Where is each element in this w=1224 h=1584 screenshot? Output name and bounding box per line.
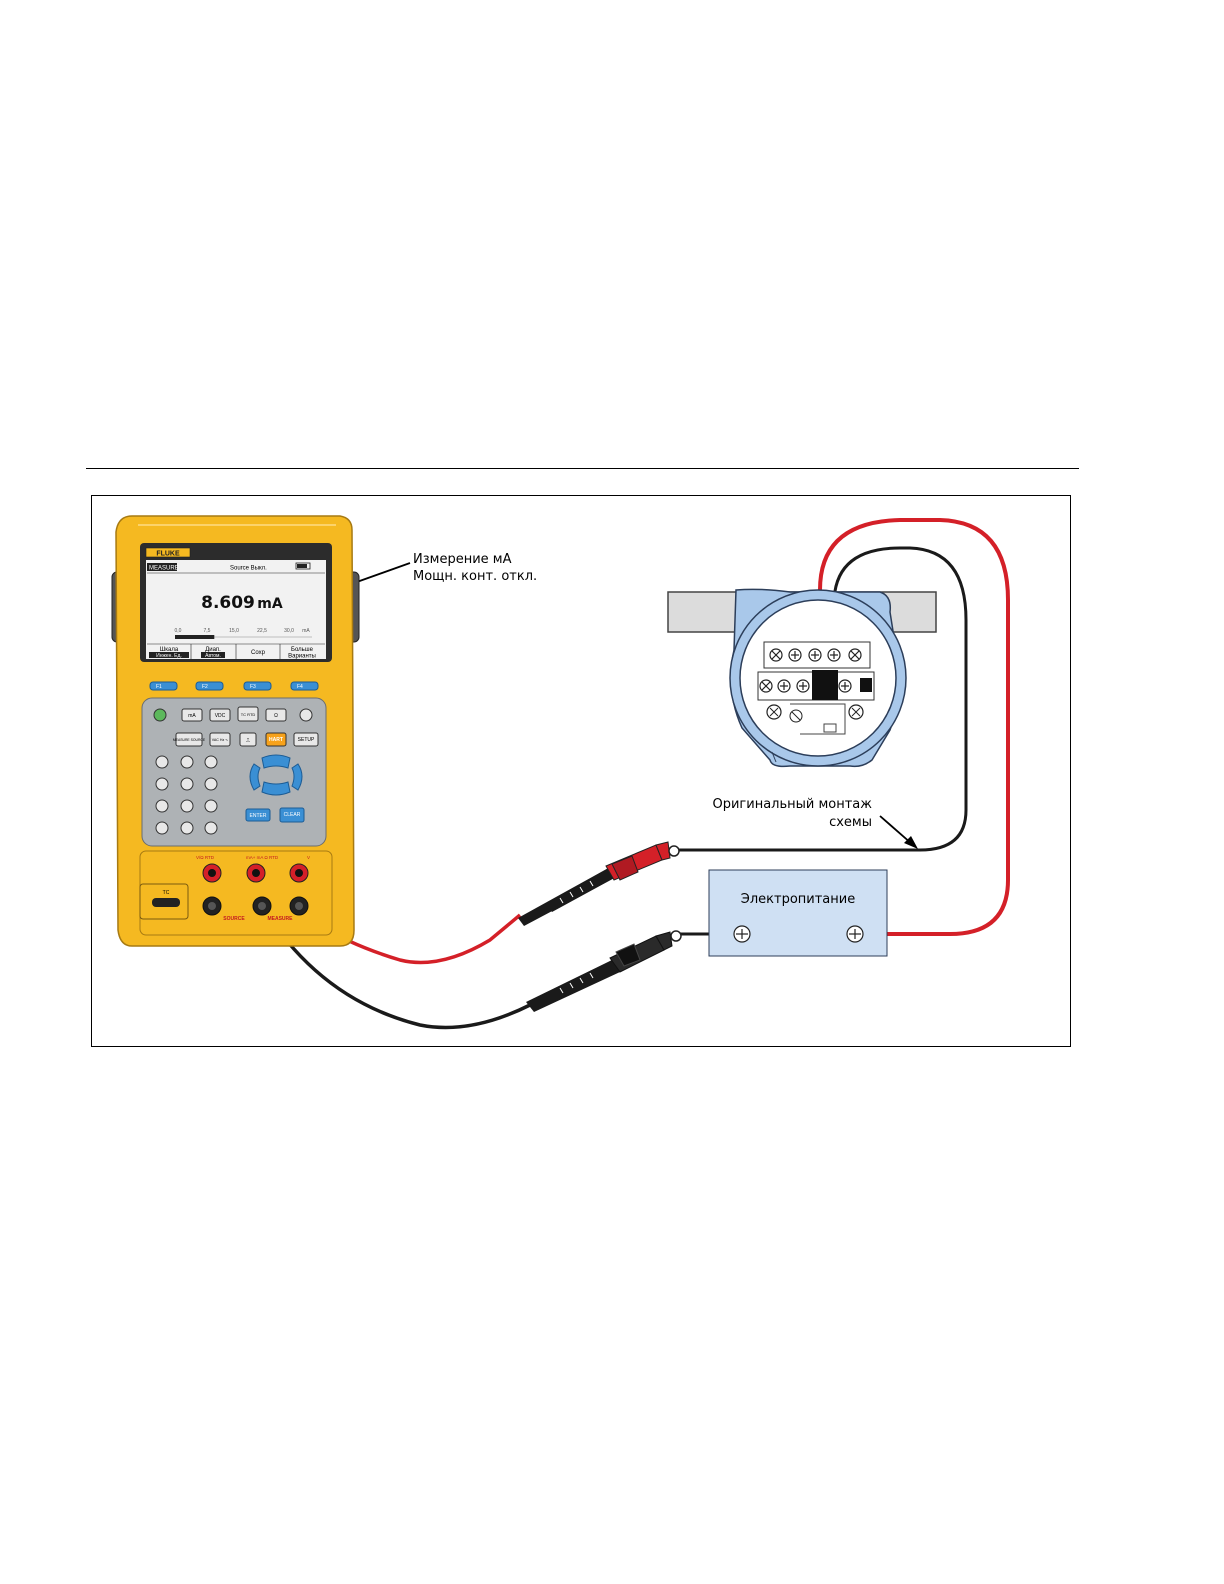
measure-source-label: MEASURE SOURCE xyxy=(173,738,206,742)
scale-tick-3: 22,5 xyxy=(257,628,267,634)
jack-label-left: V/Ω RTD xyxy=(196,855,215,860)
tc-rtd-key[interactable] xyxy=(237,706,259,722)
bargraph-fill xyxy=(175,635,215,639)
callout-wiring-line1: Оригинальный монтаж xyxy=(712,797,872,812)
arrow-right-key[interactable] xyxy=(291,763,303,791)
minus-terminal xyxy=(733,925,751,943)
arrow-up-key[interactable] xyxy=(261,754,291,769)
f2-key[interactable]: F2 xyxy=(202,684,208,690)
softkey4-line2: Варианты xyxy=(288,654,316,660)
clear-key[interactable] xyxy=(279,807,305,823)
softkey2-line2: Автом. xyxy=(205,653,221,659)
f3-key[interactable]: F3 xyxy=(250,684,256,690)
loop-key[interactable] xyxy=(239,732,257,747)
softkey2-line1: Диап. xyxy=(205,647,221,653)
source-status: Source Выкл. xyxy=(230,566,267,572)
vdc-key[interactable] xyxy=(209,708,231,722)
power-button[interactable] xyxy=(153,708,167,722)
terminal-block-top xyxy=(763,641,871,669)
hart-key-label: HART xyxy=(269,737,283,743)
measure-source-key[interactable] xyxy=(175,732,203,747)
plus-terminal xyxy=(846,925,864,943)
tc-rtd-key-label: TC RTD xyxy=(241,712,256,717)
vac-key[interactable] xyxy=(209,732,231,747)
callout-original-wiring: Оригинальный монтаж схемы xyxy=(712,797,918,849)
power-supply: Электропитание xyxy=(708,869,888,957)
ma-key[interactable] xyxy=(181,708,203,722)
hart-key[interactable] xyxy=(265,732,287,747)
clear-key-label: CLEAR xyxy=(284,812,301,818)
jacks xyxy=(202,863,309,916)
backlight-button[interactable] xyxy=(299,708,313,722)
function-keys[interactable]: F1 F2 F3 F4 xyxy=(149,681,319,691)
figure-frame xyxy=(91,495,1071,1047)
scale-tick-2: 15,0 xyxy=(229,628,239,634)
bargraph-scale: 0,0 7,5 15,0 22,5 30,0 mA xyxy=(175,628,312,639)
softkey1-line1: Шкала xyxy=(160,647,179,653)
terminal-block-bottom xyxy=(757,670,875,701)
callout-measure: Измерение мА Мощн. конт. откл. xyxy=(304,552,537,601)
softkey4-line1: Больше xyxy=(291,647,314,653)
jack-label-right: V xyxy=(307,855,310,860)
mode-badge: MEASURE xyxy=(149,566,179,572)
scale-unit: mA xyxy=(302,628,310,634)
horizontal-rule xyxy=(86,468,1079,469)
loop-key-label: ⎍ xyxy=(246,738,250,744)
setup-key[interactable] xyxy=(293,732,319,747)
ohm-key[interactable] xyxy=(265,708,287,722)
softkey3-line1: Сохр xyxy=(251,650,266,656)
numeric-keypad[interactable] xyxy=(155,755,218,835)
softkey-labels: Шкала Инжен. Ед. Диап. Автом. Сохр Больш… xyxy=(147,643,325,660)
vac-key-label: VAC Hz ∿ xyxy=(212,738,229,742)
softkey1-line2: Инжен. Ед. xyxy=(156,653,182,659)
arrow-keys[interactable] xyxy=(249,754,303,796)
ohm-key-label: Ω xyxy=(274,713,278,719)
arrow-left-key[interactable] xyxy=(249,763,261,791)
calibrator: FLUKE MEASURE Source Выкл. 8.609 mA 0,0 … xyxy=(111,515,360,947)
callout-measure-line1: Измерение мА xyxy=(413,552,512,567)
ma-key-label: mA xyxy=(188,713,196,719)
jack-label-middle: mA+ mA Ω RTD xyxy=(246,855,279,860)
reading-unit: mA xyxy=(257,596,283,612)
transmitter xyxy=(667,588,937,768)
callout-measure-line2: Мощн. конт. откл. xyxy=(413,569,537,584)
f4-key[interactable]: F4 xyxy=(297,684,303,690)
setup-key-label: SETUP xyxy=(298,737,315,743)
f1-key[interactable]: F1 xyxy=(156,684,162,690)
power-supply-label: Электропитание xyxy=(741,892,855,907)
scale-tick-4: 30,0 xyxy=(284,628,294,634)
black-test-lead xyxy=(260,905,531,1030)
reading-value: 8.609 xyxy=(201,593,255,613)
lcd-screen xyxy=(146,560,326,659)
tc-label: TC xyxy=(163,890,170,896)
callout-wiring-line2: схемы xyxy=(829,815,872,830)
red-wire-loop xyxy=(818,518,1010,936)
source-label: SOURCE xyxy=(223,916,245,922)
measure-label: MEASURE xyxy=(267,916,293,922)
scale-tick-1: 7,5 xyxy=(204,628,211,634)
black-wire-loop xyxy=(676,546,968,852)
brand-logo: FLUKE xyxy=(156,551,180,558)
enter-key-label: ENTER xyxy=(250,813,267,819)
scale-tick-0: 0,0 xyxy=(175,628,182,634)
arrow-down-key[interactable] xyxy=(261,781,291,796)
black-probe xyxy=(526,930,682,1012)
enter-key[interactable] xyxy=(245,808,271,822)
red-probe xyxy=(518,841,680,926)
vdc-key-label: VDC xyxy=(215,713,226,719)
